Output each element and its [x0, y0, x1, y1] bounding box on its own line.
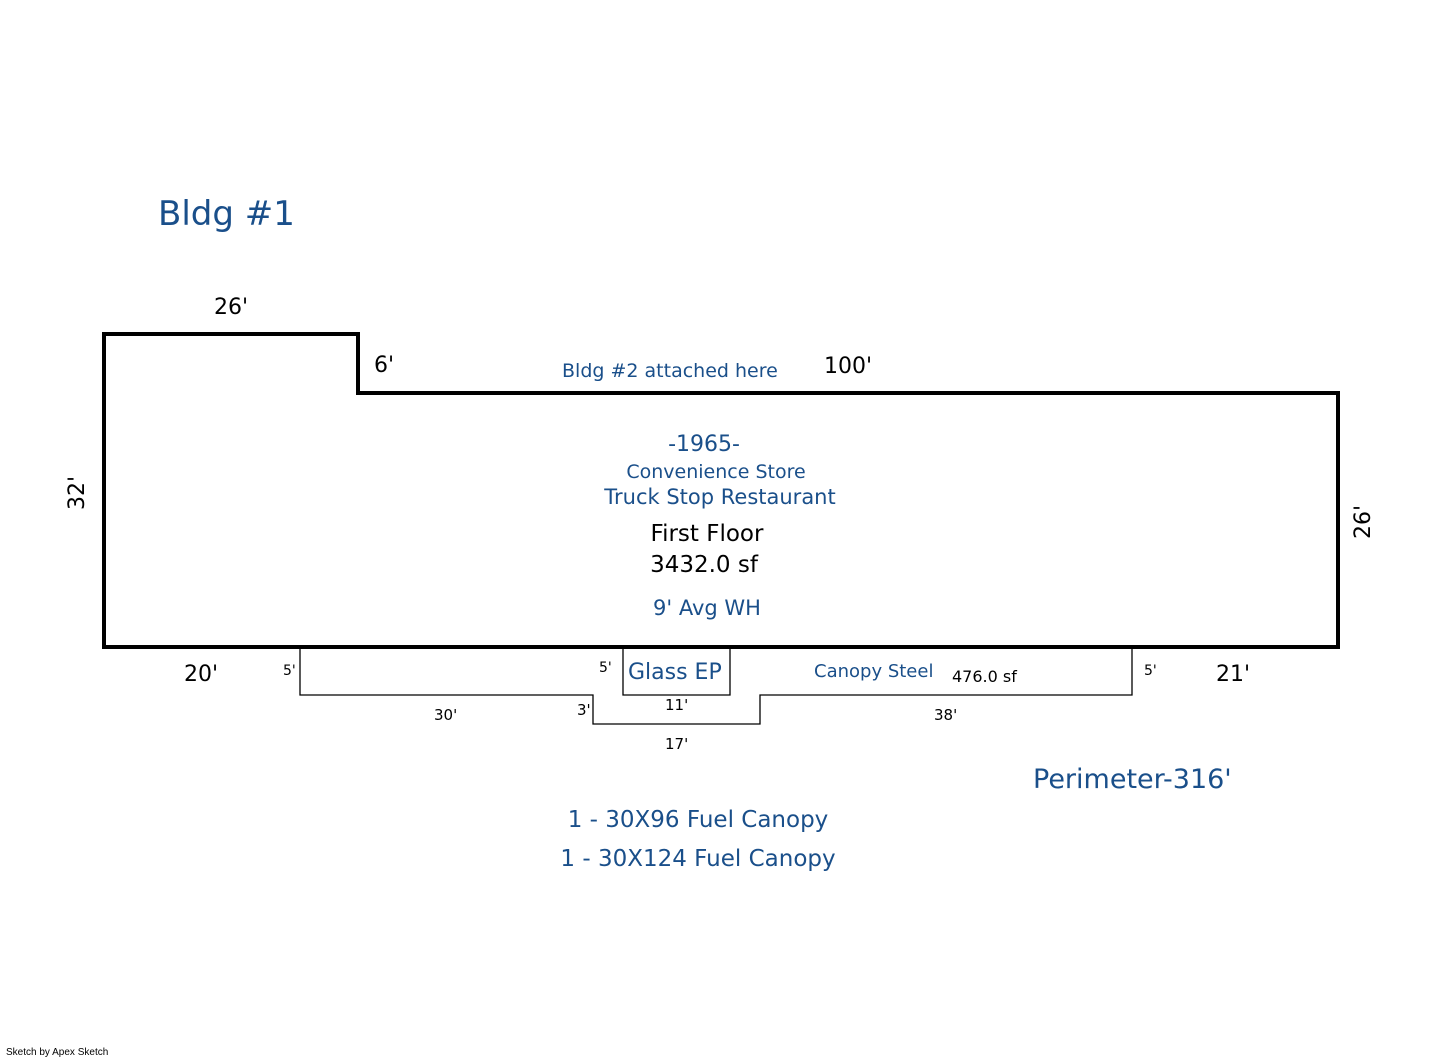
- main-building-outline: [102, 332, 1340, 649]
- page-title: Bldg #1: [158, 194, 295, 234]
- note-fuel-canopy-1: 1 - 30X96 Fuel Canopy: [567, 807, 829, 833]
- dim-left: 32': [65, 475, 90, 511]
- dim-canopy-11: 11': [665, 696, 689, 714]
- dim-canopy-38: 38': [934, 706, 958, 724]
- dim-canopy-30: 30': [434, 706, 458, 724]
- dim-right: 26': [1351, 504, 1376, 540]
- attached-note: Bldg #2 attached here: [562, 360, 778, 382]
- floor-label: First Floor: [650, 521, 764, 547]
- area-label: 3432.0 sf: [650, 552, 758, 578]
- glass-ep-outline: [622, 647, 731, 696]
- dim-step: 6': [374, 353, 395, 378]
- canopy-outline: [299, 647, 1133, 725]
- dim-top-left: 26': [213, 295, 249, 320]
- dim-canopy-inner-drop: 5': [599, 660, 612, 676]
- dim-canopy-3: 3': [577, 701, 591, 719]
- perimeter-label: Perimeter-316': [1033, 764, 1232, 795]
- canopy-area-label: 476.0 sf: [952, 667, 1017, 686]
- dim-bottom-right: 21': [1216, 662, 1251, 687]
- dim-canopy-17: 17': [665, 735, 689, 753]
- dim-canopy-left-drop: 5': [283, 663, 296, 679]
- wall-height-label: 9' Avg WH: [653, 596, 761, 620]
- footer-credit: Sketch by Apex Sketch: [6, 1047, 109, 1058]
- dim-top-right: 100': [824, 354, 873, 379]
- glass-ep-label: Glass EP: [628, 660, 722, 685]
- canopy-steel-label: Canopy Steel: [814, 661, 934, 682]
- use-truck-stop: Truck Stop Restaurant: [604, 485, 836, 509]
- year-built: -1965-: [668, 432, 740, 457]
- note-fuel-canopy-2: 1 - 30X124 Fuel Canopy: [560, 846, 836, 872]
- dim-canopy-right-drop: 5': [1144, 663, 1157, 679]
- dim-bottom-left: 20': [184, 662, 219, 687]
- use-convenience-store: Convenience Store: [626, 461, 806, 483]
